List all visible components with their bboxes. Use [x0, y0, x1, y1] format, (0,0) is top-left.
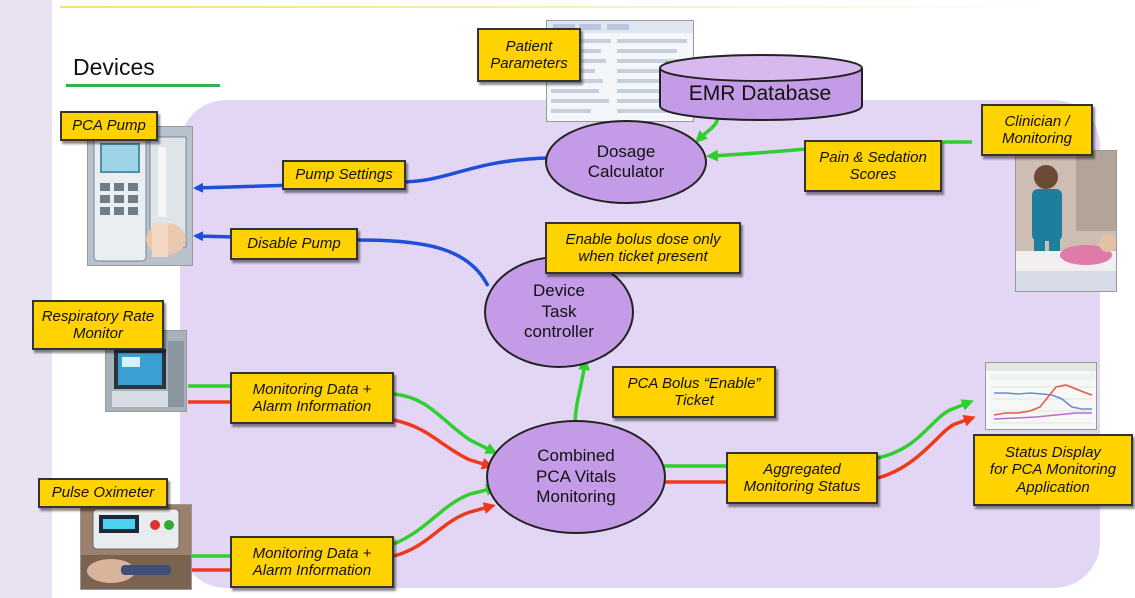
pump-settings-arrow	[193, 156, 549, 193]
bolus-ticket-arrow	[573, 358, 590, 423]
respiratory-rate-monitor-label: Respiratory Rate Monitor	[32, 300, 164, 350]
status-display-screenshot	[985, 362, 1097, 430]
dosage-calculator-node: Dosage Calculator	[545, 120, 707, 204]
aggregated-status-label: Aggregated Monitoring Status	[726, 452, 878, 504]
pca-bolus-ticket-label: PCA Bolus “Enable” Ticket	[612, 366, 776, 418]
title-underline	[66, 84, 220, 87]
pulse-oximeter-photo	[80, 504, 192, 590]
combined-monitoring-label: Combined PCA Vitals Monitoring	[535, 446, 616, 507]
emr-database	[659, 54, 863, 121]
top-rule	[60, 6, 1060, 8]
pain-sedation-scores-label: Pain & Sedation Scores	[804, 140, 942, 192]
oximeter-red-line	[192, 506, 492, 572]
emr-database-label: EMR Database	[688, 82, 832, 105]
pulse-oximeter-label: Pulse Oximeter	[38, 478, 168, 508]
clinician-monitoring-label: Clinician / Monitoring	[981, 104, 1093, 156]
combined-monitoring-node: Combined PCA Vitals Monitoring	[486, 420, 666, 534]
patient-parameters-label: Patient Parameters	[477, 28, 581, 82]
enable-bolus-note: Enable bolus dose only when ticket prese…	[545, 222, 741, 274]
monitoring-data-label-2: Monitoring Data + Alarm Information	[230, 536, 394, 588]
disable-pump-label: Disable Pump	[230, 228, 358, 260]
infusion-pump-icon	[88, 127, 192, 265]
slide-title: Devices	[73, 54, 155, 80]
line-chart-screenshot-icon	[986, 363, 1096, 424]
resp-green-line	[188, 384, 494, 452]
oximeter-green-line	[192, 488, 494, 558]
status-red-line	[664, 418, 972, 484]
clinician-photo	[1015, 150, 1117, 292]
monitoring-data-label-1: Monitoring Data + Alarm Information	[230, 372, 394, 424]
pca-pump-label: PCA Pump	[60, 111, 158, 141]
status-display-label: Status Display for PCA Monitoring Applic…	[973, 434, 1133, 506]
oximeter-icon	[81, 505, 191, 589]
resp-red-line	[188, 400, 490, 466]
device-task-controller-node: Device Task controller	[484, 256, 634, 368]
dosage-calculator-label: Dosage Calculator	[587, 141, 665, 181]
nurse-with-patient-icon	[1016, 151, 1116, 291]
respiratory-monitor-photo	[105, 330, 187, 412]
disable-pump-arrow	[193, 231, 490, 287]
pump-settings-label: Pump Settings	[282, 160, 406, 190]
status-green-line	[664, 402, 970, 468]
device-task-controller-label: Device Task controller	[524, 281, 594, 342]
pca-pump-photo	[87, 126, 193, 266]
